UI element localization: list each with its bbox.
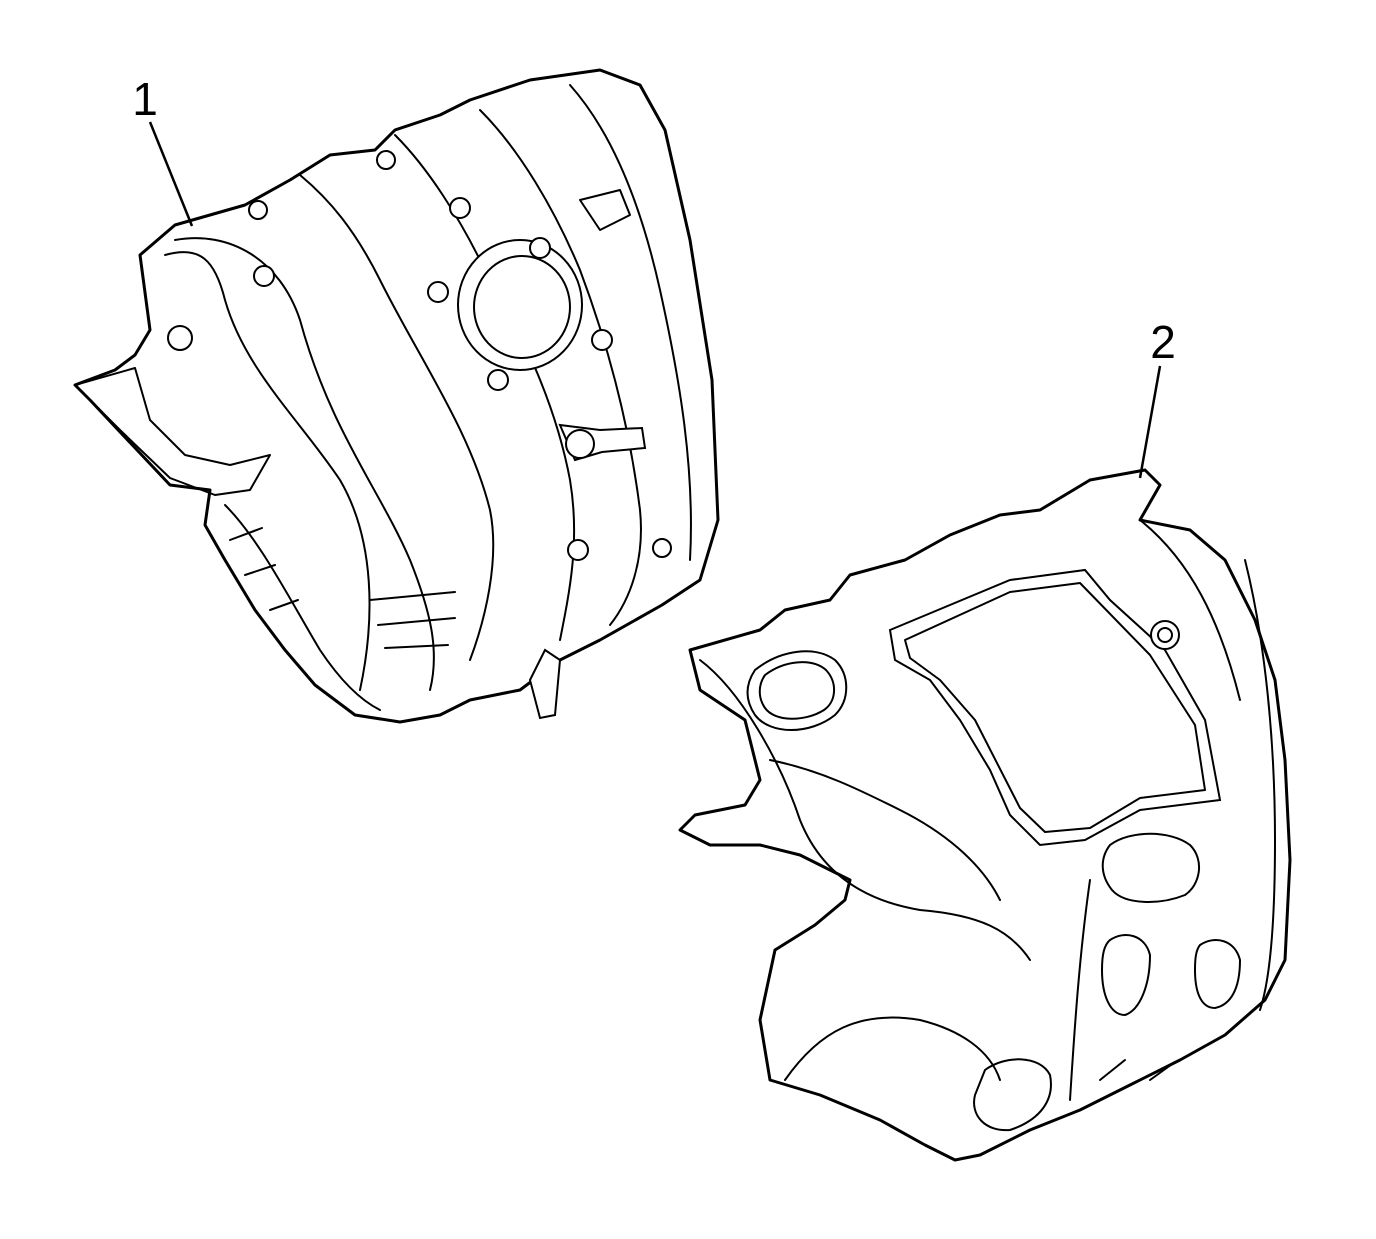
- callout-2: 2: [1138, 316, 1176, 479]
- callout-1: 1: [132, 73, 194, 227]
- part-2-manifold-cover: [678, 468, 1292, 1162]
- callout-2-number: 2: [1150, 316, 1176, 368]
- callout-1-number: 1: [132, 73, 158, 125]
- callout-1-leader-line: [148, 121, 194, 227]
- callout-2-leader-line: [1138, 365, 1162, 479]
- part-1-intake-manifold: [73, 68, 720, 724]
